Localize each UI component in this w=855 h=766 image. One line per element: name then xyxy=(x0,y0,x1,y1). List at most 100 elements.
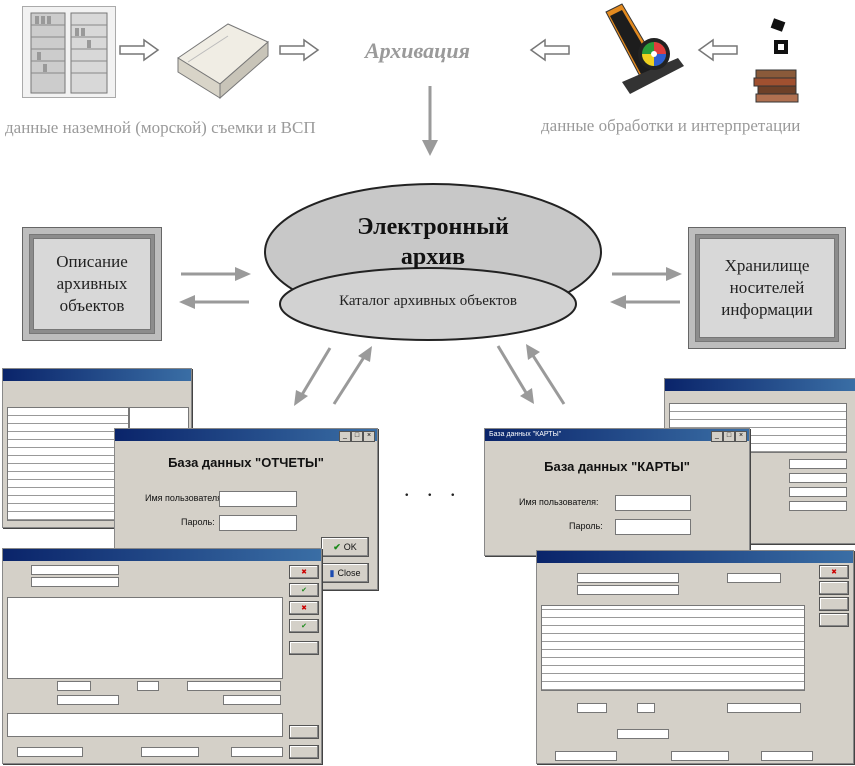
left-caption: данные наземной (морской) съемки и ВСП xyxy=(5,118,316,137)
check-icon: ✔ xyxy=(301,623,307,630)
close-button[interactable]: ▮Close xyxy=(321,563,369,583)
username-label: Имя пользователя: xyxy=(519,497,599,507)
arrow-right-icon xyxy=(279,38,320,62)
password-field[interactable] xyxy=(219,515,297,531)
form-field[interactable] xyxy=(671,751,729,761)
x-icon: ✖ xyxy=(301,605,307,612)
username-field[interactable] xyxy=(615,495,691,511)
shelves-icon xyxy=(23,7,115,97)
form-field[interactable] xyxy=(727,573,781,583)
username-field[interactable] xyxy=(219,491,297,507)
form-field[interactable] xyxy=(637,703,655,713)
form-button[interactable] xyxy=(289,745,319,759)
window-titlebar: База данных "КАРТЫ" xyxy=(485,429,749,441)
form-field[interactable] xyxy=(555,751,617,761)
form-field[interactable] xyxy=(761,751,813,761)
ellipsis: . . . xyxy=(404,476,462,501)
archiving-label: Архивация xyxy=(365,38,470,63)
form-field[interactable] xyxy=(789,473,847,483)
minimize-button[interactable]: _ xyxy=(711,431,723,442)
close-icon[interactable]: × xyxy=(735,431,747,442)
form-field[interactable] xyxy=(187,681,281,691)
left-box-line2: архивных xyxy=(56,274,128,293)
right-box-line3: информации xyxy=(721,300,813,319)
left-box-line1: Описание xyxy=(56,252,128,271)
form-button[interactable] xyxy=(819,597,849,611)
form-button[interactable] xyxy=(289,725,319,739)
form-button[interactable]: ✖ xyxy=(819,565,849,579)
ok-button-label: OK xyxy=(343,542,357,552)
password-label: Пароль: xyxy=(569,521,603,531)
maps-login-window: База данных "КАРТЫ" _ □ × База данных "К… xyxy=(484,428,750,556)
form-field[interactable] xyxy=(789,459,847,469)
notes-area[interactable] xyxy=(7,713,283,737)
password-field[interactable] xyxy=(615,519,691,535)
bidirectional-arrows-icon xyxy=(610,267,682,309)
bidirectional-diagonal-arrows-icon xyxy=(294,346,372,406)
form-field[interactable] xyxy=(231,747,283,757)
maximize-button[interactable]: □ xyxy=(351,431,363,442)
maps-table[interactable] xyxy=(541,605,805,691)
form-field[interactable] xyxy=(577,573,679,583)
electronic-archive-ellipse xyxy=(264,183,602,341)
window-titlebar xyxy=(3,369,191,381)
maps-form-window: ✖ xyxy=(536,550,854,764)
reports-form-window: ✖ ✔ ✖ ✔ xyxy=(2,548,322,764)
window-titlebar xyxy=(3,549,321,561)
form-field[interactable] xyxy=(727,703,801,713)
arrow-left-icon xyxy=(697,38,738,62)
arrow-right-icon xyxy=(119,38,160,62)
data-grid xyxy=(7,407,129,521)
left-box-line3: объектов xyxy=(59,296,125,315)
form-field[interactable] xyxy=(223,695,281,705)
x-icon: ✖ xyxy=(831,569,837,576)
form-field[interactable] xyxy=(577,703,607,713)
maps-db-title: База данных "КАРТЫ" xyxy=(544,459,690,474)
form-field[interactable] xyxy=(789,501,847,511)
right-box-line2: носителей xyxy=(729,278,805,297)
form-field[interactable] xyxy=(617,729,669,739)
ok-button[interactable]: ✔OK xyxy=(321,537,369,557)
archive-shelves-image xyxy=(22,6,116,98)
arrow-down-icon xyxy=(422,86,438,156)
window-titlebar xyxy=(537,551,853,563)
close-icon[interactable]: × xyxy=(363,431,375,442)
form-field[interactable] xyxy=(789,487,847,497)
archive-objects-description-box: Описание архивных объектов xyxy=(22,227,162,341)
reports-list[interactable] xyxy=(7,597,283,679)
workstation-icon xyxy=(605,3,684,94)
right-caption: данные обработки и интерпретации xyxy=(541,116,801,135)
archive-title: Электронный архив xyxy=(258,212,608,272)
form-button[interactable] xyxy=(819,613,849,627)
catalog-label: Каталог архивных объектов xyxy=(339,293,517,309)
form-field[interactable] xyxy=(31,577,119,587)
form-button[interactable]: ✖ xyxy=(289,565,319,579)
form-field[interactable] xyxy=(137,681,159,691)
arrow-left-icon xyxy=(529,38,570,62)
reports-db-title: База данных "ОТЧЕТЫ" xyxy=(168,455,324,470)
form-button[interactable]: ✔ xyxy=(289,583,319,597)
form-button[interactable] xyxy=(819,581,849,595)
books-and-disks-icon xyxy=(753,18,799,103)
window-titlebar xyxy=(665,379,855,391)
form-button[interactable]: ✖ xyxy=(289,601,319,615)
password-label: Пароль: xyxy=(181,517,215,527)
form-button[interactable] xyxy=(289,641,319,655)
form-field[interactable] xyxy=(141,747,199,757)
bidirectional-arrows-icon xyxy=(179,267,251,309)
form-field[interactable] xyxy=(31,565,119,575)
scanner-device-icon xyxy=(177,23,269,100)
form-field[interactable] xyxy=(577,585,679,595)
archive-title-line1: Электронный xyxy=(357,214,509,240)
minimize-button[interactable]: _ xyxy=(339,431,351,442)
archive-title-line2: архив xyxy=(400,244,466,270)
bidirectional-diagonal-arrows-icon xyxy=(496,344,566,405)
media-storage-box: Хранилище носителей информации xyxy=(688,227,846,349)
window-titlebar xyxy=(115,429,377,441)
check-icon: ✔ xyxy=(301,587,307,594)
maximize-button[interactable]: □ xyxy=(723,431,735,442)
form-field[interactable] xyxy=(17,747,83,757)
form-field[interactable] xyxy=(57,695,119,705)
form-button[interactable]: ✔ xyxy=(289,619,319,633)
form-field[interactable] xyxy=(57,681,91,691)
